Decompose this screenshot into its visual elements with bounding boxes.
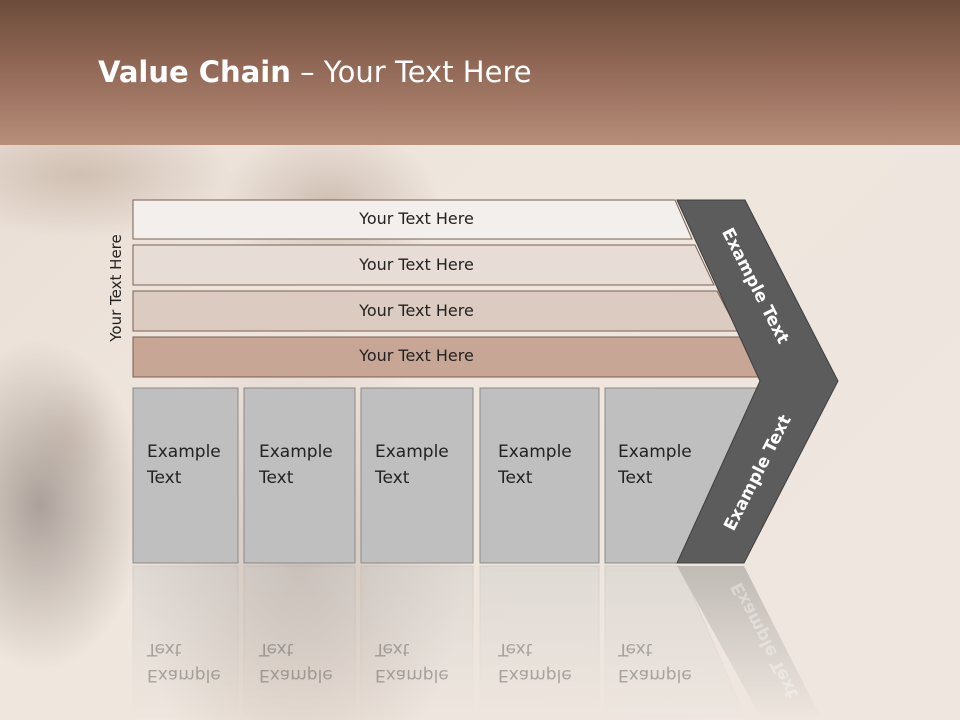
cell-4-line2: Text: [498, 468, 533, 488]
cell-2-line2: Text: [259, 468, 294, 488]
cell-4-line1: Example: [498, 442, 572, 462]
cell-2-reflection: Example Text: [259, 636, 333, 688]
slide-title: Value Chain – Your Text Here: [98, 55, 532, 89]
cell-1-refl-line2: Text: [147, 639, 182, 659]
title-bar: [0, 0, 960, 145]
cell-2: [243, 387, 356, 564]
cell-3-line2: Text: [375, 468, 410, 488]
cell-3-line1: Example: [375, 442, 449, 462]
cell-4: [479, 387, 600, 564]
cell-3-text: Example Text: [375, 439, 449, 491]
cell-1-refl-line1: Example: [147, 665, 221, 685]
title-bold: Value Chain: [98, 55, 291, 89]
bar-4-label: Your Text Here: [359, 346, 474, 365]
cell-4-text: Example Text: [498, 439, 572, 491]
bar-2-label: Your Text Here: [359, 255, 474, 274]
cell-1-text: Example Text: [147, 439, 221, 491]
cell-2-line1: Example: [259, 442, 333, 462]
cell-5-line2: Text: [618, 468, 653, 488]
cell-1-line2: Text: [147, 468, 182, 488]
cell-3-refl-line1: Example: [375, 665, 449, 685]
cell-1: [132, 387, 239, 564]
cell-3-refl-line2: Text: [375, 639, 410, 659]
cell-2-text: Example Text: [259, 439, 333, 491]
cell-4-reflection: Example Text: [498, 636, 572, 688]
cell-5-refl-line2: Text: [618, 639, 653, 659]
cell-5-refl-line1: Example: [618, 665, 692, 685]
cell-3-reflection: Example Text: [375, 636, 449, 688]
bar-2: [132, 244, 715, 286]
cell-2-refl-line1: Example: [259, 665, 333, 685]
cell-1-reflection: Example Text: [147, 636, 221, 688]
bar-1: [132, 199, 693, 240]
reflection: [132, 565, 820, 717]
cell-2-refl-line2: Text: [259, 639, 294, 659]
cell-5-text: Example Text: [618, 439, 692, 491]
cell-4-refl-line1: Example: [498, 665, 572, 685]
cell-5-line1: Example: [618, 442, 692, 462]
bar-3-label: Your Text Here: [359, 301, 474, 320]
cell-5-reflection: Example Text: [618, 636, 692, 688]
chevron-arrow: [676, 199, 839, 564]
title-rest: – Your Text Here: [290, 55, 532, 89]
bar-1-label: Your Text Here: [359, 209, 474, 228]
cell-4-refl-line2: Text: [498, 639, 533, 659]
cell-3: [360, 387, 474, 564]
cell-1-line1: Example: [147, 442, 221, 462]
